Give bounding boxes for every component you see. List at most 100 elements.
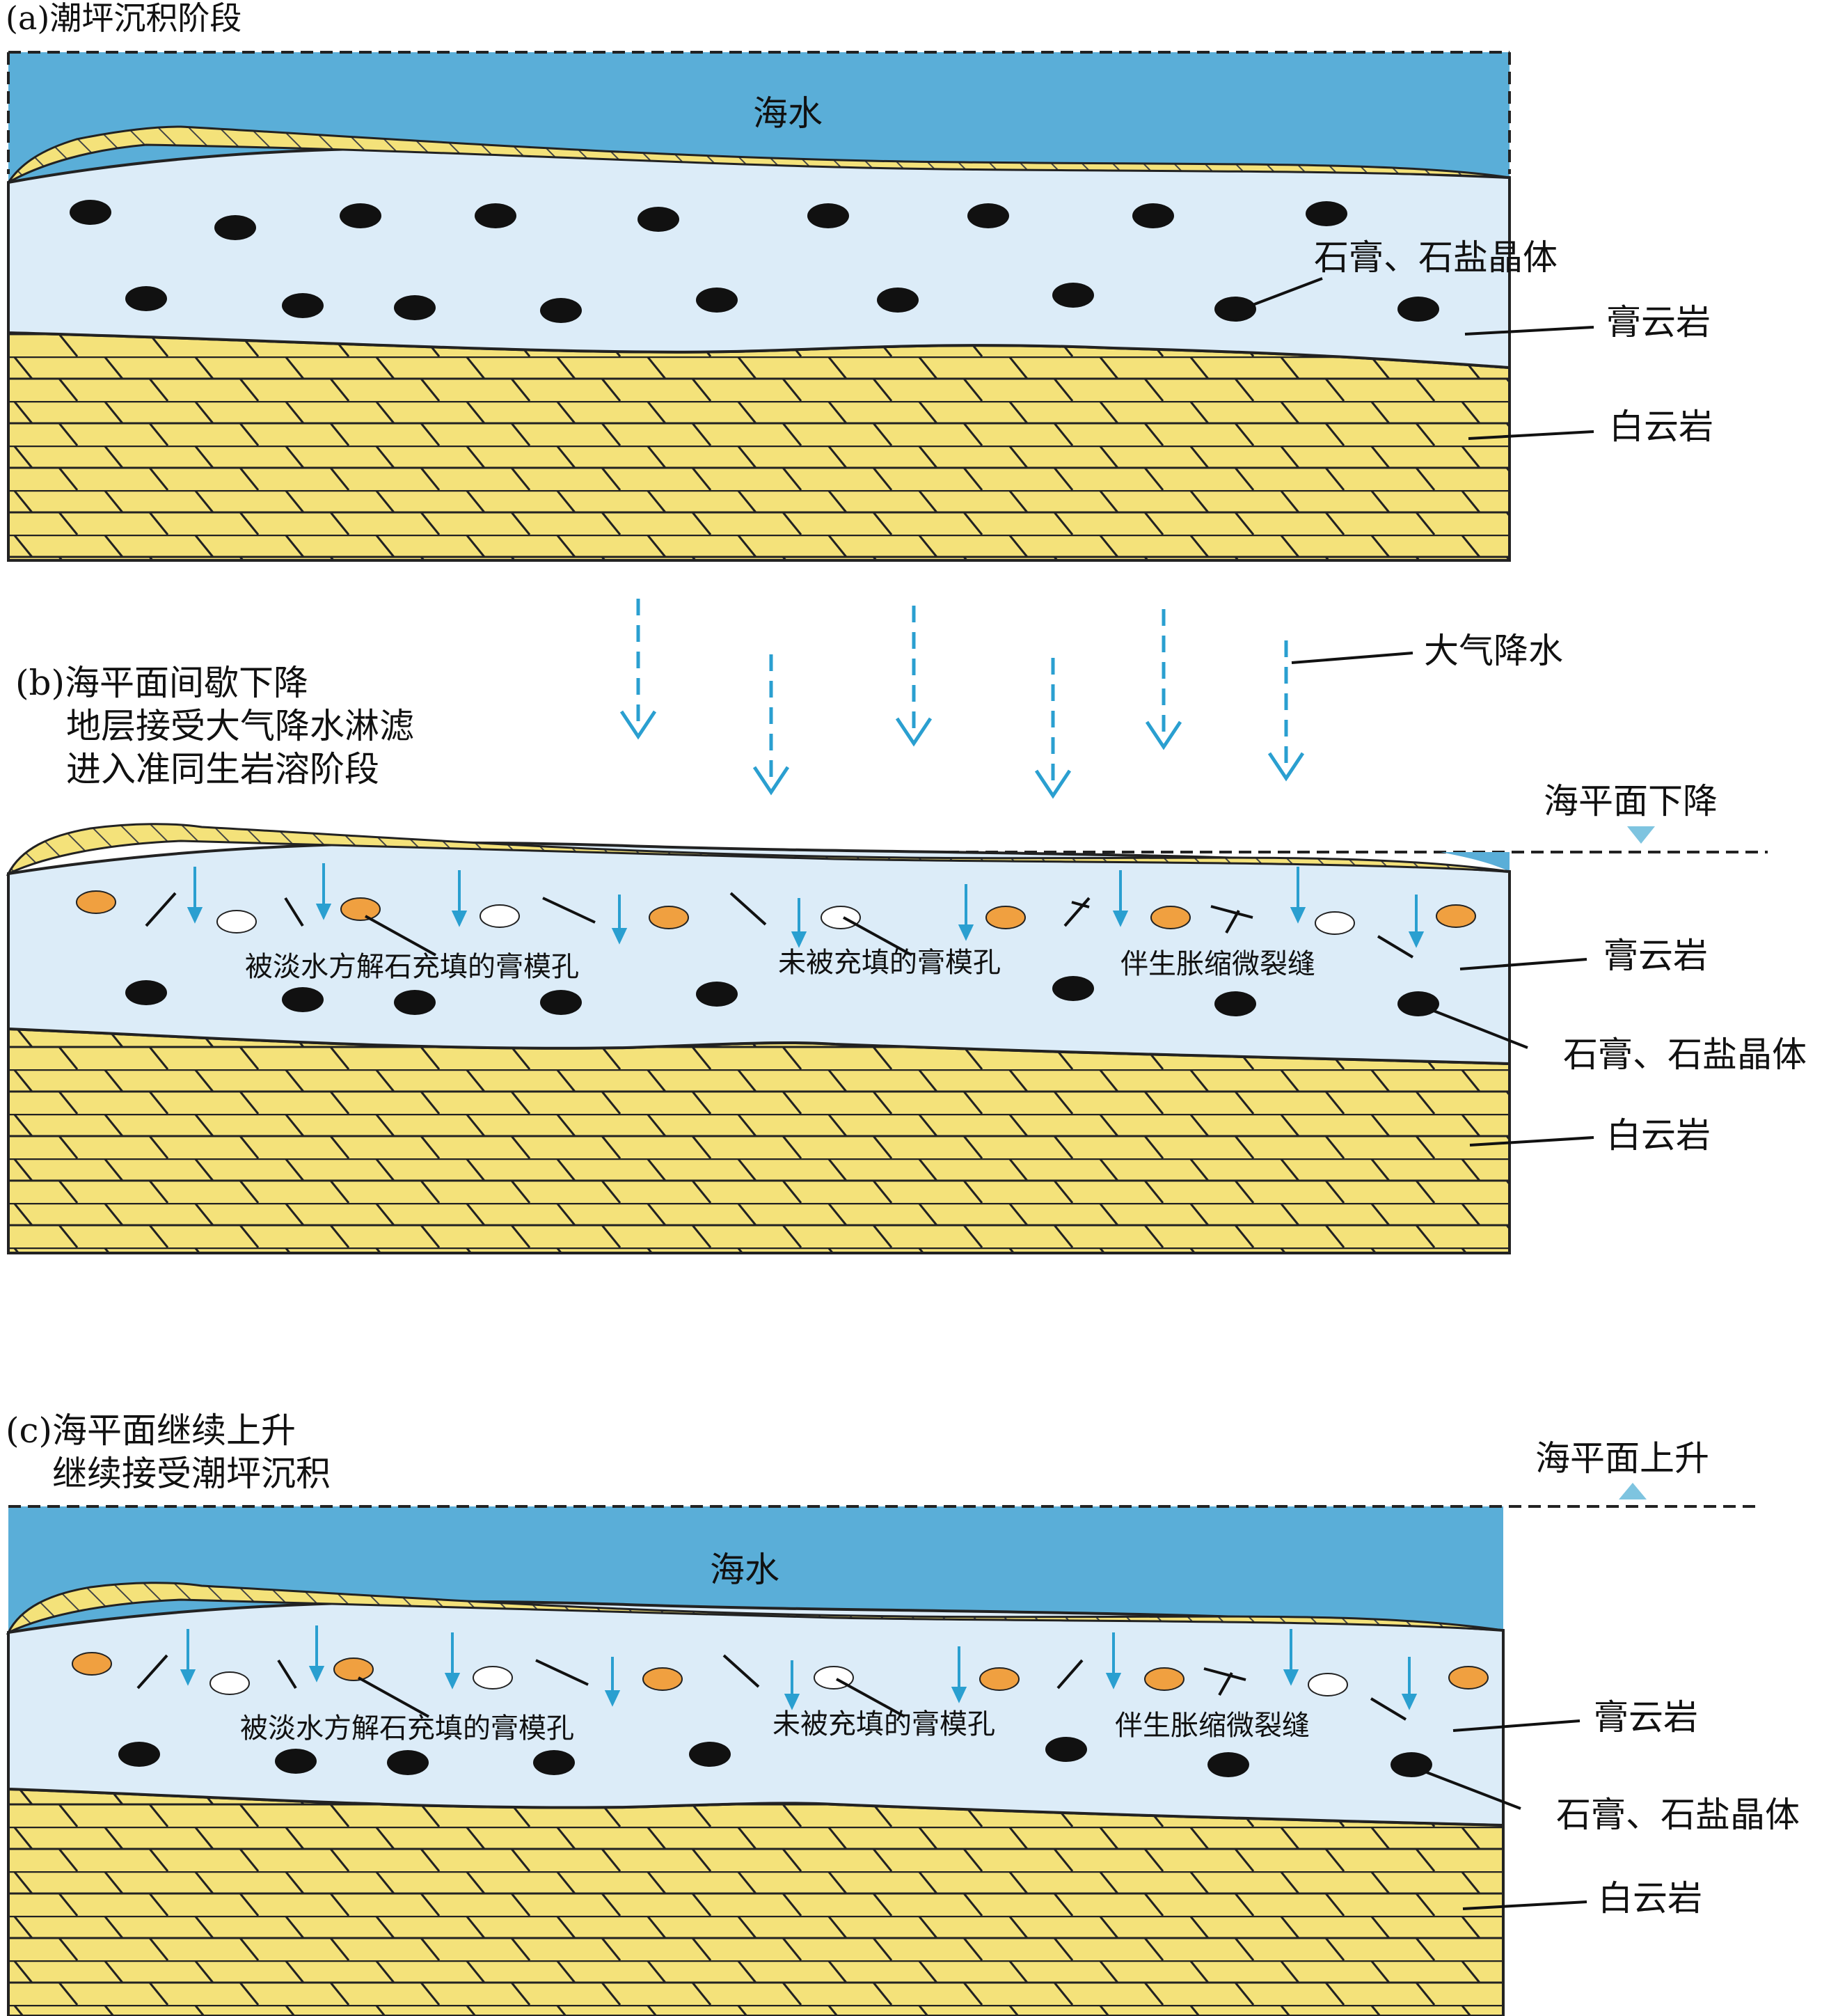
filled-pore: [72, 1652, 112, 1676]
panel-b-filled-pore-label: 被淡水方解石充填的膏模孔: [245, 951, 579, 983]
crystal: [118, 1742, 160, 1767]
panel-c-dolomite-layer: [7, 1787, 1505, 2016]
panel-b-unfilled-pores: [216, 904, 1355, 935]
filled-pore: [1448, 1666, 1489, 1690]
crystal: [1207, 1752, 1249, 1777]
panel-b-dolo-label: 白云岩: [1606, 1115, 1711, 1156]
panel-a-sea-label: 海水: [753, 93, 823, 134]
seep-arrow: [1408, 895, 1425, 948]
fracture: [145, 892, 177, 927]
fracture: [535, 1659, 589, 1686]
seep-arrow: [308, 1625, 325, 1683]
panel-b-gao-layer: [7, 841, 1511, 1066]
panel-b-unfilled-pore-label: 未被充填的膏模孔: [778, 947, 1001, 979]
panel-c-filled-pores: [72, 1652, 1489, 1691]
fracture: [1370, 1697, 1407, 1721]
crystal: [282, 293, 324, 318]
fracture: [1210, 905, 1253, 934]
panel-b-gao-label: 膏云岩: [1603, 936, 1708, 976]
panel-a-crystals: [70, 200, 1439, 323]
panel-b-dolomite-layer: [7, 1027, 1511, 1254]
panel-b-fractures: [145, 892, 1414, 959]
panel-c-fracture-label: 伴生胀缩微裂缝: [1115, 1710, 1310, 1742]
crystal: [1214, 991, 1256, 1016]
unfilled-pore: [821, 906, 861, 929]
panel-a-crystal-label: 石膏、石盐晶体: [1314, 237, 1558, 278]
rain-arrow: [1034, 658, 1072, 799]
crystal: [394, 990, 436, 1015]
panel-b-remnant-sea: [1441, 852, 1510, 872]
panel-b-sea-level-label: 海平面下降: [1544, 781, 1718, 821]
panel-c-sea-label: 海水: [710, 1550, 779, 1590]
panel-b-title-line3: 进入准同生岩溶阶段: [66, 749, 379, 789]
fracture: [1377, 935, 1414, 959]
panel-c-sea-level-label: 海平面上升: [1535, 1438, 1709, 1479]
rain-arrow: [619, 599, 657, 740]
crystal: [540, 990, 582, 1015]
fracture: [284, 897, 304, 927]
panel-b-leaders: [365, 915, 1594, 1147]
crystal: [475, 203, 516, 228]
crystal: [807, 203, 849, 228]
fracture: [729, 892, 767, 926]
filled-pore: [979, 1667, 1020, 1691]
filled-pore: [985, 906, 1026, 929]
crystal: [696, 982, 738, 1007]
unfilled-pore: [216, 910, 257, 934]
panel-c-leaders: [358, 1676, 1587, 1910]
filled-pore: [1436, 904, 1476, 928]
panel-b-filled-pores: [76, 890, 1476, 929]
panel-a: (a)潮坪沉积阶段: [6, 0, 1713, 562]
rain-arrow: [1267, 640, 1305, 782]
crystal: [540, 298, 582, 323]
crystal: [282, 987, 324, 1012]
fracture: [1056, 1659, 1084, 1690]
crystal: [1306, 201, 1347, 226]
panel-b-crystal-label: 石膏、石盐晶体: [1563, 1034, 1807, 1075]
panel-b-down-arrows: [187, 863, 1425, 948]
seep-arrow: [951, 1646, 967, 1703]
seep-arrow: [180, 1629, 196, 1686]
crystal: [1045, 1737, 1087, 1762]
panel-c-title-line1: (c)海平面继续上升: [6, 1410, 296, 1451]
crystal: [1052, 976, 1094, 1001]
panel-b-crust: [6, 823, 1510, 876]
rain-arrow: [1145, 609, 1182, 750]
crystal: [275, 1749, 317, 1774]
panel-c-title-line2: 继续接受潮坪沉积: [52, 1454, 331, 1494]
rain-arrows: [619, 599, 1305, 799]
crystal: [877, 288, 919, 313]
panel-c-gao-layer: [7, 1600, 1505, 1827]
panel-c-filled-pore-label: 被淡水方解石充填的膏模孔: [240, 1712, 574, 1745]
unfilled-pore: [1315, 911, 1355, 935]
panel-c-down-arrows: [180, 1625, 1418, 1710]
panel-c-fractures: [136, 1654, 1407, 1721]
filled-pore: [333, 1657, 374, 1681]
panel-c-dolo-label: 白云岩: [1598, 1878, 1702, 1919]
seep-arrow: [958, 884, 974, 941]
seep-arrow: [604, 1657, 621, 1707]
fracture: [1203, 1667, 1246, 1696]
unfilled-pore: [1308, 1673, 1348, 1696]
crystal: [125, 980, 167, 1005]
seep-arrow: [451, 870, 468, 927]
panel-c-crystal-label: 石膏、石盐晶体: [1556, 1795, 1800, 1835]
fracture: [277, 1659, 297, 1690]
seep-arrow: [784, 1660, 800, 1710]
seep-arrow: [1112, 870, 1129, 927]
crystal: [387, 1750, 429, 1775]
seep-arrow: [187, 867, 203, 924]
unfilled-pore: [209, 1671, 250, 1695]
sea-level-up-marker: [1619, 1483, 1647, 1499]
seep-arrow: [1105, 1632, 1122, 1690]
crystal: [1132, 203, 1174, 228]
fracture: [1071, 901, 1090, 908]
unfilled-pore: [480, 904, 520, 928]
crystal: [533, 1750, 575, 1775]
panel-c-crystals: [118, 1737, 1432, 1777]
filled-pore: [340, 897, 381, 921]
panel-a-dolomite-layer: [7, 331, 1511, 562]
rain-leader: [1291, 652, 1413, 664]
panel-a-title: (a)潮坪沉积阶段: [6, 0, 241, 37]
fracture: [1063, 897, 1091, 927]
